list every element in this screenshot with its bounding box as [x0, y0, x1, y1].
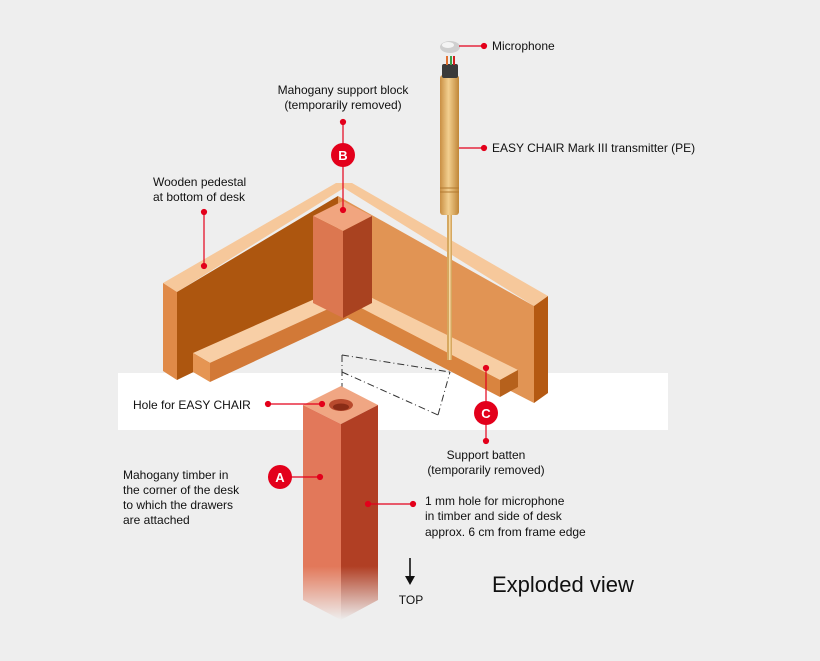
label-batten-line2: (temporarily removed) — [427, 463, 544, 477]
wooden-pedestal — [163, 183, 548, 403]
label-mic-hole-line1: 1 mm hole for microphone — [425, 494, 565, 508]
desk-frame-band — [118, 373, 668, 430]
diagram-title: Exploded view — [492, 572, 634, 597]
easy-chair-transmitter — [440, 75, 459, 360]
label-timber-line4: are attached — [123, 513, 190, 527]
label-support-block-line2: (temporarily removed) — [284, 98, 401, 112]
label-pedestal-line2: at bottom of desk — [153, 190, 246, 204]
projection-lines — [341, 354, 451, 416]
label-hole: Hole for EASY CHAIR — [133, 398, 251, 412]
label-mic-hole-line3: approx. 6 cm from frame edge — [425, 525, 586, 539]
label-timber-line2: the corner of the desk — [123, 483, 240, 497]
label-transmitter: EASY CHAIR Mark III transmitter (PE) — [492, 141, 695, 155]
badge-a: A — [268, 465, 292, 489]
microphone-icon — [440, 41, 460, 78]
support-batten-c — [338, 288, 518, 397]
badge-c-label: C — [481, 406, 491, 421]
label-timber-line3: to which the drawers — [123, 498, 233, 512]
badge-c: C — [474, 401, 498, 425]
left-support-batten — [193, 290, 352, 382]
mahogany-timber-a — [303, 386, 378, 620]
badge-b: B — [331, 143, 355, 167]
label-support-block-line1: Mahogany support block — [278, 83, 410, 97]
top-arrow-icon — [405, 558, 415, 585]
label-pedestal-line1: Wooden pedestal — [153, 175, 246, 189]
label-top: TOP — [399, 593, 423, 607]
label-batten-line1: Support batten — [447, 448, 526, 462]
mahogany-support-block-b — [313, 201, 372, 318]
label-mic-hole-line2: in timber and side of desk — [425, 509, 563, 523]
label-microphone: Microphone — [492, 39, 555, 53]
badge-b-label: B — [338, 148, 347, 163]
label-timber-line1: Mahogany timber in — [123, 468, 228, 482]
badge-a-label: A — [275, 470, 285, 485]
